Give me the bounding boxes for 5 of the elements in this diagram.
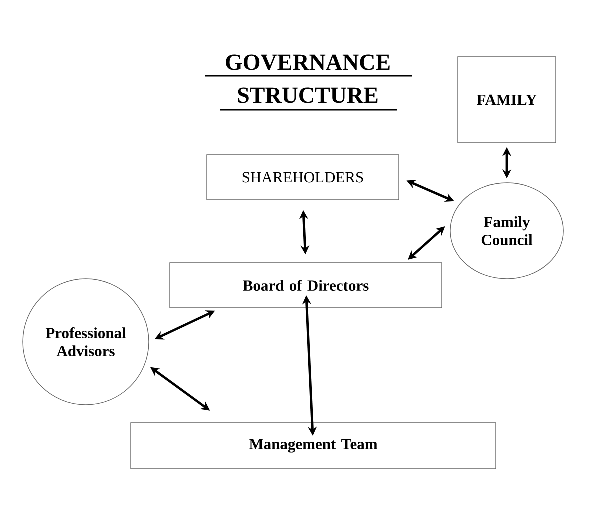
management-box: Management Team: [130, 422, 496, 470]
family-box: FAMILY: [458, 56, 556, 144]
shareholders-box: SHAREHOLDERS: [206, 154, 400, 200]
title: GOVERNANCE STRUCTURE: [226, 54, 390, 104]
board-box: Board of Directors: [170, 262, 442, 308]
